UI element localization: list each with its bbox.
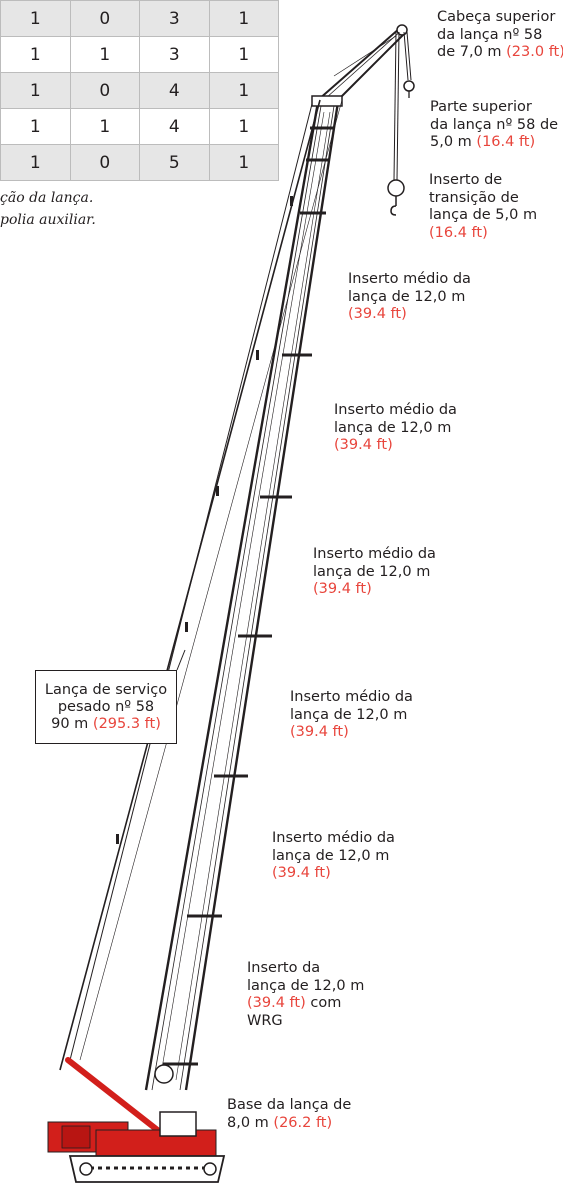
boom-box-leader xyxy=(176,649,186,671)
boom-head xyxy=(311,24,408,107)
footnote-line-1: ção da lança. xyxy=(0,190,94,206)
main-hook-block xyxy=(387,179,405,216)
table-cell: 1 xyxy=(208,108,279,145)
label-cabeca-superior: Cabeça superior da lança nº 58 de 7,0 m … xyxy=(437,9,563,60)
table-cell: 1 xyxy=(0,144,71,181)
hoist-ropes xyxy=(393,31,412,181)
table-cell: 3 xyxy=(139,0,210,37)
crane-base xyxy=(47,1064,226,1183)
table-row: 1 1 4 1 xyxy=(0,108,279,145)
table-cell: 1 xyxy=(208,72,279,109)
label-inserto-transicao: Inserto de transição de lança de 5,0 m (… xyxy=(429,172,538,241)
label-inserto-wrg: Inserto da lança de 12,0 m (39.4 ft) com… xyxy=(247,960,365,1029)
label-inserto-medio-4: Inserto médio da lança de 12,0 m (39.4 f… xyxy=(290,689,413,740)
table-cell: 1 xyxy=(69,36,140,73)
table-cell: 1 xyxy=(0,72,71,109)
label-inserto-medio-2: Inserto médio da lança de 12,0 m (39.4 f… xyxy=(334,402,457,453)
footnote-line-2: polia auxiliar. xyxy=(0,212,96,228)
table-cell: 5 xyxy=(139,144,210,181)
table-cell: 1 xyxy=(208,144,279,181)
table-row: 1 0 5 1 xyxy=(0,144,279,181)
label-inserto-medio-5: Inserto médio da lança de 12,0 m (39.4 f… xyxy=(272,830,395,881)
label-inserto-medio-3: Inserto médio da lança de 12,0 m (39.4 f… xyxy=(313,546,436,597)
table-cell: 3 xyxy=(139,36,210,73)
table-cell: 1 xyxy=(208,36,279,73)
table-row: 1 0 3 1 xyxy=(0,0,279,37)
table-cell: 4 xyxy=(139,108,210,145)
boom-total-length-box: Lança de serviço pesado nº 58 90 m (295.… xyxy=(35,670,177,744)
label-inserto-medio-1: Inserto médio da lança de 12,0 m (39.4 f… xyxy=(348,271,471,322)
table-cell: 1 xyxy=(0,108,71,145)
pendant-lines xyxy=(59,99,343,1071)
table-row: 1 0 4 1 xyxy=(0,72,279,109)
configuration-table: 1 0 3 1 1 1 3 1 1 0 4 1 1 1 4 1 1 0 5 1 xyxy=(0,0,279,181)
table-cell: 1 xyxy=(0,36,71,73)
table-cell: 1 xyxy=(0,0,71,37)
red-mast xyxy=(65,1057,163,1135)
table-row: 1 1 3 1 xyxy=(0,36,279,73)
label-parte-superior: Parte superior da lança nº 58 de 5,0 m (… xyxy=(430,99,559,150)
boom-section-joints xyxy=(163,126,334,1066)
auxiliary-hook xyxy=(403,80,415,98)
pendant-links xyxy=(116,196,293,844)
label-base-lanca: Base da lança de 8,0 m (26.2 ft) xyxy=(227,1097,352,1131)
table-cell: 0 xyxy=(69,72,140,109)
lattice-boom xyxy=(144,101,340,1091)
table-cell: 4 xyxy=(139,72,210,109)
table-cell: 1 xyxy=(208,0,279,37)
